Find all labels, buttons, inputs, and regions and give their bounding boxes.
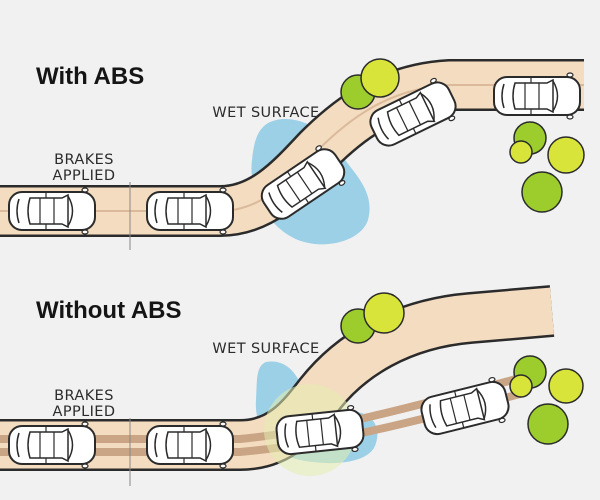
trees: [340, 58, 585, 213]
panel-title: With ABS: [36, 63, 144, 90]
panel-without-abs: Without ABS BRAKES APPLIED WET SURFACE: [0, 285, 584, 486]
brakes-applied-label-line1: BRAKES: [54, 152, 114, 168]
car: [146, 421, 234, 469]
car: [416, 374, 514, 442]
car: [8, 421, 96, 469]
wet-surface-label: WET SURFACE: [212, 105, 319, 121]
panel-with-abs: With ABS BRAKES APPLIED WET SURFACE: [0, 58, 585, 250]
panel-title: Without ABS: [36, 297, 182, 324]
car: [8, 187, 96, 235]
car: [493, 72, 581, 120]
car: [146, 187, 234, 235]
brakes-applied-label-line2: APPLIED: [53, 168, 116, 184]
trees: [340, 292, 584, 445]
brakes-applied-label-line2: APPLIED: [53, 404, 116, 420]
wet-surface-label: WET SURFACE: [212, 341, 319, 357]
brakes-applied-label-line1: BRAKES: [54, 388, 114, 404]
